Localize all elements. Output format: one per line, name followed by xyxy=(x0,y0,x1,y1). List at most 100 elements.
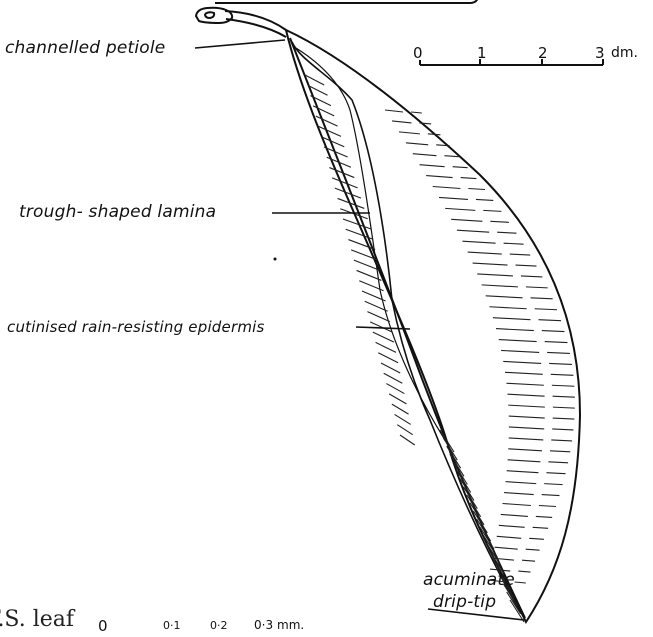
vein-stroke xyxy=(506,383,543,385)
vein-stroke xyxy=(553,396,575,397)
vein-stroke xyxy=(468,252,502,254)
vein-stroke xyxy=(428,134,441,135)
vein-stroke xyxy=(529,538,544,539)
lamina-label: trough- shaped lamina xyxy=(19,202,216,222)
vein-stroke xyxy=(497,232,516,233)
vein-stroke xyxy=(476,199,493,200)
vein-stroke xyxy=(385,110,403,112)
vein-stroke xyxy=(509,416,545,418)
bottom-tick-0: 0 xyxy=(98,617,108,635)
vein-stroke xyxy=(499,525,525,527)
epidermis-label: cutinised rain-resisting epidermis xyxy=(7,318,265,336)
vein-stroke xyxy=(503,361,541,363)
vein-stroke xyxy=(505,482,536,484)
bottom-tick-2: 0·2 xyxy=(210,619,228,632)
vein-stroke xyxy=(486,296,523,298)
vein-stroke xyxy=(462,241,495,243)
vein-stroke xyxy=(313,106,334,116)
vein-stroke xyxy=(346,229,373,239)
vein-stroke xyxy=(501,514,528,516)
vein-stroke xyxy=(535,309,557,310)
vein-stroke xyxy=(508,449,542,451)
vein-stroke xyxy=(501,350,539,352)
vein-stroke xyxy=(552,385,574,386)
vein-stroke xyxy=(489,307,526,309)
scale-bar xyxy=(420,59,603,65)
vein-stroke xyxy=(376,342,396,352)
vein-stroke xyxy=(451,219,482,221)
vein-stroke xyxy=(384,373,403,383)
bottom-unit: mm. xyxy=(277,618,304,632)
vein-stroke xyxy=(482,285,518,287)
midrib xyxy=(290,38,525,618)
vein-stroke xyxy=(510,254,530,255)
vein-stroke xyxy=(546,473,565,474)
scale-tick-1: 1 xyxy=(477,44,487,62)
vein-stroke xyxy=(518,571,530,572)
vein-stroke xyxy=(504,493,534,495)
vein-stroke xyxy=(497,536,521,538)
vein-stroke xyxy=(542,495,560,496)
leaf-outline xyxy=(286,30,580,622)
scale-tick-3: 3 xyxy=(595,44,605,62)
vein-stroke xyxy=(445,208,475,210)
vein-stroke xyxy=(553,407,575,408)
vein-stroke xyxy=(508,460,541,462)
vein-stroke xyxy=(483,210,501,211)
vein-stroke xyxy=(499,340,537,342)
vein-stroke xyxy=(327,157,351,167)
vein-stroke xyxy=(531,298,553,299)
vein-stroke xyxy=(473,263,508,265)
vein-stroke xyxy=(553,418,575,419)
vein-stroke xyxy=(526,287,548,288)
vein-stroke xyxy=(406,143,428,145)
vein-stroke xyxy=(521,276,542,277)
vein-stroke xyxy=(515,582,526,583)
vein-stroke xyxy=(552,429,573,430)
vein-stroke xyxy=(538,320,561,321)
vein-stroke xyxy=(509,438,544,440)
vein-stroke xyxy=(400,435,415,445)
scale-unit: dm. xyxy=(611,45,638,61)
vein-stroke xyxy=(533,527,548,528)
vein-stroke xyxy=(522,560,535,561)
vein-stroke xyxy=(551,374,574,375)
vein-stroke xyxy=(444,156,458,157)
bottom-tick-1: 0·1 xyxy=(163,619,181,632)
vein-stroke xyxy=(545,342,568,343)
petiole-leader xyxy=(195,40,285,48)
vein-stroke xyxy=(453,167,468,168)
vein-stroke xyxy=(411,112,422,113)
vein-stroke xyxy=(542,331,565,332)
vein-stroke xyxy=(509,427,544,429)
vein-stroke xyxy=(468,189,485,190)
stray-dot xyxy=(274,258,277,261)
vein-stroke xyxy=(505,372,543,374)
vein-stroke xyxy=(413,154,437,156)
vein-stroke xyxy=(548,462,568,463)
vein-stroke xyxy=(310,96,330,106)
vein-stroke xyxy=(549,363,572,364)
vein-stroke xyxy=(493,318,531,320)
vein-stroke xyxy=(516,265,537,266)
vein-stroke xyxy=(539,505,556,506)
vein-stroke xyxy=(496,329,534,331)
vein-stroke xyxy=(547,352,570,353)
vein-stroke xyxy=(544,484,562,485)
petiole-label: channelled petiole xyxy=(5,38,165,58)
vein-stroke xyxy=(316,116,338,126)
vein-stroke xyxy=(389,394,406,404)
vein-stroke xyxy=(477,274,513,276)
vein-stroke xyxy=(507,394,544,396)
vein-stroke xyxy=(526,549,540,550)
vein-stroke xyxy=(504,243,524,244)
vein-stroke xyxy=(426,176,452,178)
scale-tick-0: 0 xyxy=(413,44,423,62)
vein-stroke xyxy=(420,165,445,167)
vein-stroke xyxy=(502,503,530,505)
venation-hatching xyxy=(305,75,575,622)
vein-stroke xyxy=(536,516,552,517)
vein-stroke xyxy=(507,471,539,473)
vein-stroke xyxy=(461,178,477,179)
